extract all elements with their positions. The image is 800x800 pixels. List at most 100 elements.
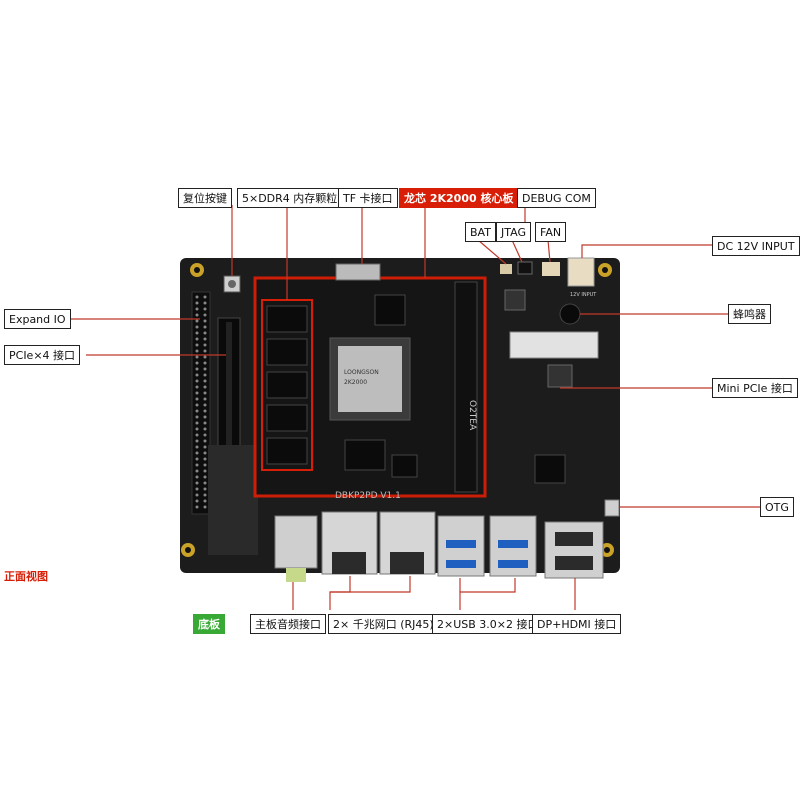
core-ic-3 (344, 439, 386, 471)
header-pin (195, 463, 199, 467)
header-pin (203, 499, 207, 503)
header-pin (195, 451, 199, 455)
usb-port-1 (437, 515, 485, 577)
label-tf-slot: TF 卡接口 (338, 188, 398, 208)
label-buzzer: 蜂鸣器 (728, 304, 771, 324)
header-pin (195, 313, 199, 317)
header-pin (203, 319, 207, 323)
header-pin (203, 385, 207, 389)
header-pin (195, 457, 199, 461)
header-pin (195, 367, 199, 371)
header-pin (203, 397, 207, 401)
header-pin (195, 505, 199, 509)
header-pin (203, 313, 207, 317)
header-pin (203, 427, 207, 431)
header-pin (195, 475, 199, 479)
header-pin (203, 403, 207, 407)
header-pin (203, 331, 207, 335)
label-ddr4: 5×DDR4 内存颗粒 (237, 188, 343, 208)
header-pin (203, 505, 207, 509)
label-debug-com: DEBUG COM (517, 188, 596, 208)
label-pcie-x4: PCIe×4 接口 (4, 345, 81, 365)
header-pin (203, 457, 207, 461)
label-usb: 2×USB 3.0×2 接口 (432, 614, 544, 634)
label-baseboard: 底板 (193, 614, 225, 634)
header-pin (195, 361, 199, 365)
header-pin (203, 451, 207, 455)
mini-pcie-slot (509, 331, 599, 359)
header-pin (203, 475, 207, 479)
dp-hdmi-port (544, 521, 604, 579)
header-pin (195, 349, 199, 353)
expand-io-header (191, 291, 211, 515)
header-pin (203, 493, 207, 497)
header-pin (195, 337, 199, 341)
label-mini-pcie: Mini PCIe 接口 (712, 378, 798, 398)
chip-text-1: LOONGSON (344, 369, 379, 376)
header-pin (203, 349, 207, 353)
core-ic-2 (391, 454, 418, 478)
label-jtag: JTAG (496, 222, 531, 242)
header-pin (195, 343, 199, 347)
ddr4-chips (261, 299, 313, 471)
baseboard-silkscreen (208, 445, 258, 555)
label-expand-io: Expand IO (4, 309, 71, 329)
label-core-board: 龙芯 2K2000 核心板 (399, 188, 519, 208)
header-pin (195, 319, 199, 323)
label-rj45: 2× 千兆网口 (RJ45) (328, 614, 439, 634)
header-pin (203, 487, 207, 491)
inductor-1 (504, 289, 526, 311)
soc-chip (329, 337, 411, 421)
header-pin (195, 469, 199, 473)
rj45-port-2 (379, 511, 436, 575)
header-pin (203, 445, 207, 449)
header-pin (195, 499, 199, 503)
dc-jack (567, 257, 595, 287)
view-caption: 正面视图 (4, 570, 48, 583)
label-otg: OTG (760, 497, 794, 517)
header-pin (203, 391, 207, 395)
audio-jack (274, 515, 318, 582)
header-pin (195, 421, 199, 425)
header-pin (195, 385, 199, 389)
usb-port-2 (489, 515, 537, 577)
header-pin (195, 481, 199, 485)
label-reset-key: 复位按键 (178, 188, 232, 208)
label-bat: BAT (465, 222, 496, 242)
header-pin (203, 481, 207, 485)
core-ic-1 (374, 294, 406, 326)
header-pin (203, 337, 207, 341)
header-pin (195, 301, 199, 305)
label-dc-input: DC 12V INPUT (712, 236, 800, 256)
header-pin (195, 379, 199, 383)
jtag-header (517, 261, 533, 275)
header-pin (195, 487, 199, 491)
header-pin (203, 379, 207, 383)
header-pin (203, 469, 207, 473)
dc-silk: 12V INPUT (570, 292, 597, 298)
label-dp-hdmi: DP+HDMI 接口 (532, 614, 622, 634)
header-pin (203, 355, 207, 359)
header-pin (203, 301, 207, 305)
header-pin (195, 391, 199, 395)
header-pin (195, 373, 199, 377)
core-silk: O2TEA (467, 400, 477, 431)
header-pin (195, 397, 199, 401)
header-pin (203, 463, 207, 467)
label-fan: FAN (535, 222, 567, 242)
header-pin (203, 373, 207, 377)
header-pin (203, 343, 207, 347)
base-ic (534, 454, 566, 484)
header-pin (203, 307, 207, 311)
header-pin (195, 427, 199, 431)
chip-text-2: 2K2000 (344, 379, 367, 386)
buzzer (559, 303, 581, 325)
inductor-2 (547, 364, 573, 388)
core-connector (454, 281, 478, 493)
header-pin (203, 415, 207, 419)
header-pin (195, 433, 199, 437)
header-pin (195, 409, 199, 413)
header-pin (195, 403, 199, 407)
base-silk: DBKP2PD V1.1 (335, 491, 401, 501)
bat-connector (500, 264, 512, 274)
